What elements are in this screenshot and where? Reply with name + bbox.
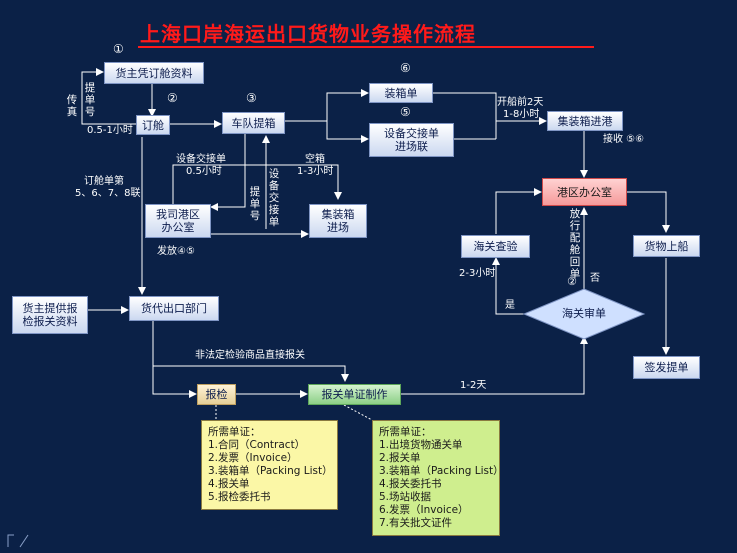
- arrow-declaration-review: [401, 336, 588, 395]
- arrow-forwarder-inspection: [152, 321, 197, 398]
- note-item: 5.场站收据: [379, 491, 432, 503]
- node-forwarder-export: 货代出口部门: [129, 296, 219, 321]
- label-no: 否: [590, 273, 600, 284]
- node-inspection: 报检: [197, 384, 236, 405]
- arrow-packing-port: [433, 92, 547, 125]
- arrow-fax-loop: [81, 68, 136, 125]
- label-step2: ②: [167, 91, 178, 105]
- label-step3: ③: [246, 91, 257, 105]
- label-bl-no: 提单号: [84, 82, 96, 118]
- arrow-truck-packing: [285, 89, 369, 122]
- label-copies-list: 5、6、7、8联: [75, 188, 141, 199]
- label-step6: ⑥: [400, 61, 411, 75]
- label-time-1-8: 1-8小时: [503, 109, 540, 120]
- note-item: 5.报检委托书: [208, 491, 271, 503]
- label-before-sail: 开船前2天: [497, 97, 544, 108]
- node-shipper-booking: 货主凭订舱资料: [104, 62, 204, 84]
- label-time-1-3: 1-3小时: [297, 166, 334, 177]
- note-heading: 所需单证：: [208, 426, 261, 438]
- note-item: 3.装箱单（Packing List）: [208, 465, 333, 477]
- label-direct-declaration: 非法定检验商品直接报关: [195, 350, 305, 361]
- node-eir: 设备交接单 进场联: [369, 123, 454, 157]
- note-item: 2.报关单: [379, 452, 421, 464]
- label-booking-copies: 订舱单第: [84, 176, 124, 187]
- label-time-1-2d: 1-2天: [460, 380, 487, 391]
- customs-review-diamond: [522, 288, 646, 340]
- node-shipper-docs: 货主提供报 检报关资料: [12, 296, 88, 334]
- note-item: 1.出境货物通关单: [379, 439, 463, 451]
- note-heading: 所需单证：: [379, 426, 432, 438]
- node-our-port-office: 我司港区 办公室: [145, 204, 211, 238]
- label-release-vertical: 放行配舱回单: [569, 208, 581, 280]
- label-time-2-3: 2-3小时: [459, 268, 496, 279]
- arrow-truck-ouroffice: [210, 134, 246, 211]
- arrow-truck-eir: [326, 121, 369, 143]
- node-container-yard: 集装箱 进场: [309, 204, 367, 238]
- label-eir-vertical: 设备交接单: [268, 168, 280, 228]
- note-inspection-docs: 所需单证： 1.合同（Contract） 2.发票（Invoice） 3.装箱单…: [201, 420, 338, 510]
- node-port-office: 港区办公室: [542, 178, 627, 206]
- note-item: 7.有关批文证件: [379, 517, 453, 529]
- note-item: 2.发票（Invoice）: [208, 452, 298, 464]
- node-declaration: 报关单证制作: [308, 384, 401, 405]
- node-truck: 车队提箱: [222, 112, 285, 134]
- node-customs-review: 海关审单: [562, 307, 606, 320]
- label-fax: 传真: [66, 94, 78, 118]
- note-item: 3.装箱单（Packing List）: [379, 465, 504, 477]
- node-packing-list: 装箱单: [369, 83, 433, 103]
- corner-mark: [7, 534, 14, 547]
- arrow-direct-declaration: [153, 365, 349, 382]
- arrow-review-inspection: [492, 257, 524, 315]
- note-item: 4.报关委托书: [379, 478, 442, 490]
- node-cargo-loading: 货物上船: [633, 235, 700, 257]
- label-bl-no-vertical: 提单号: [249, 186, 261, 222]
- label-time-05-1: 0.5-1小时: [87, 125, 133, 136]
- label-yes: 是: [505, 300, 515, 311]
- page-title: 上海口岸海运出口货物业务操作流程: [140, 22, 476, 46]
- node-booking: 订舱: [136, 115, 170, 135]
- arrow-office-yard-top: [172, 164, 342, 205]
- node-bl-issue: 签发提单: [633, 356, 700, 379]
- dash-declaration-note: [343, 404, 373, 421]
- corner-slash: [19, 534, 29, 548]
- label-eir: 设备交接单: [176, 154, 226, 165]
- note-declaration-docs: 所需单证： 1.出境货物通关单 2.报关单 3.装箱单（Packing List…: [372, 420, 504, 536]
- arrow-inspection-office: [495, 188, 542, 234]
- note-item: 4.报关单: [208, 478, 250, 490]
- label-receive: 接收 ⑤⑥: [603, 134, 645, 145]
- note-item: 1.合同（Contract）: [208, 439, 306, 451]
- label-release: 发放④⑤: [157, 246, 195, 257]
- label-time-05: 0.5小时: [186, 166, 222, 177]
- label-step2b: ②: [567, 275, 577, 288]
- node-container-port: 集装箱进港: [547, 111, 623, 131]
- arrow-office-loading: [627, 191, 670, 233]
- note-item: 6.发票（Invoice）: [379, 504, 469, 516]
- label-empty-box: 空箱: [305, 154, 325, 165]
- node-customs-inspection: 海关查验: [461, 235, 530, 258]
- label-step5: ⑤: [400, 105, 411, 119]
- label-step1: ①: [113, 42, 124, 56]
